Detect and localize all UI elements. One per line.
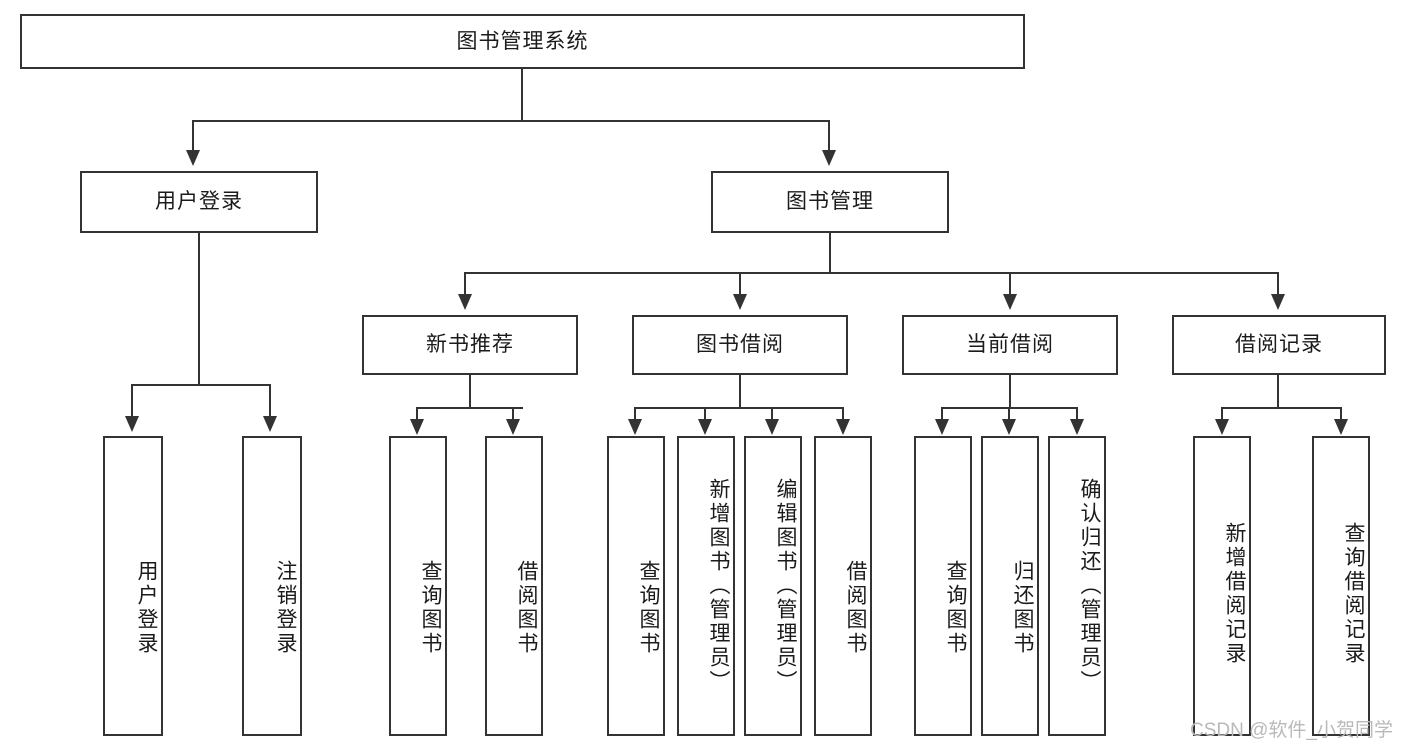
connector-bb-to-leaf-1 (634, 407, 636, 421)
node-root-library-management-system[interactable]: 图书管理系统 (20, 14, 1025, 69)
node-new-book-recommendation[interactable]: 新书推荐 (362, 315, 578, 375)
leaf-node-confirm-return-admin[interactable]: 确认归还（管理员） (1048, 436, 1106, 736)
node-label: 查询图书 (419, 560, 442, 656)
node-book-borrowing[interactable]: 图书借阅 (632, 315, 848, 375)
arrowhead-root-to-book-management (822, 150, 836, 166)
connector-book-management-stem (829, 233, 831, 273)
arrowhead-bm-to-new-book (458, 294, 472, 310)
connector-user-login-to-leaf-2 (269, 384, 271, 418)
connector-br-to-leaf-2 (1340, 407, 1342, 421)
node-label: 查询借阅记录 (1342, 522, 1365, 666)
arrowhead-cb-to-leaf-2 (1002, 419, 1016, 435)
connector-borrow-record-stem (1277, 375, 1279, 408)
node-label: 图书借阅 (696, 333, 784, 357)
connector-root-to-user-login (192, 120, 194, 152)
arrowhead-bm-to-borrow-record (1271, 294, 1285, 310)
arrowhead-cb-to-leaf-3 (1070, 419, 1084, 435)
arrowhead-user-login-to-leaf-1 (125, 416, 139, 432)
connector-new-book-stem (469, 375, 471, 408)
leaf-node-add-borrow-record[interactable]: 新增借阅记录 (1193, 436, 1251, 736)
arrowhead-bb-to-leaf-4 (836, 419, 850, 435)
connector-cb-to-leaf-2 (1008, 407, 1010, 421)
connector-borrow-record-bus (1222, 407, 1341, 409)
arrowhead-new-book-to-leaf-1 (410, 419, 424, 435)
node-label: 用户登录 (135, 560, 158, 656)
connector-user-login-stem (198, 233, 200, 385)
connector-bm-to-current-borrow (1009, 272, 1011, 296)
connector-bm-to-borrow-record (1277, 272, 1279, 296)
arrowhead-bb-to-leaf-3 (765, 419, 779, 435)
connector-cb-to-leaf-3 (1076, 407, 1078, 421)
connector-bb-to-leaf-3 (771, 407, 773, 421)
leaf-node-edit-book-admin[interactable]: 编辑图书（管理员） (744, 436, 802, 736)
arrowhead-user-login-to-leaf-2 (263, 416, 277, 432)
arrowhead-br-to-leaf-2 (1334, 419, 1348, 435)
node-label: 借阅记录 (1235, 333, 1323, 357)
csdn-watermark: CSDN @软件_小贺同学 (1190, 720, 1393, 741)
node-book-management[interactable]: 图书管理 (711, 171, 949, 233)
connector-new-book-to-leaf-1 (416, 407, 418, 421)
node-label: 归还图书 (1011, 560, 1034, 656)
connector-root-stem (521, 69, 523, 121)
arrowhead-bb-to-leaf-2 (698, 419, 712, 435)
leaf-node-add-book-admin[interactable]: 新增图书（管理员） (677, 436, 735, 736)
arrowhead-bm-to-current-borrow (1003, 294, 1017, 310)
leaf-node-query-book-current[interactable]: 查询图书 (914, 436, 972, 736)
node-label: 当前借阅 (966, 333, 1054, 357)
leaf-node-query-borrow-record[interactable]: 查询借阅记录 (1312, 436, 1370, 736)
connector-current-borrow-stem (1009, 375, 1011, 408)
node-label: 图书管理系统 (456, 29, 589, 53)
node-user-login[interactable]: 用户登录 (80, 171, 318, 233)
connector-bb-to-leaf-2 (704, 407, 706, 421)
connector-book-management-bus (465, 272, 1279, 274)
connector-root-to-book-management (828, 120, 830, 152)
node-label: 新增图书（管理员） (707, 478, 730, 694)
leaf-node-query-book-new[interactable]: 查询图书 (389, 436, 447, 736)
node-label: 用户登录 (155, 190, 243, 214)
node-label: 注销登录 (274, 560, 297, 656)
arrowhead-bb-to-leaf-1 (628, 419, 642, 435)
leaf-node-user-login[interactable]: 用户登录 (103, 436, 163, 736)
node-label: 新增借阅记录 (1223, 522, 1246, 666)
node-label: 借阅图书 (515, 560, 538, 656)
node-label: 图书管理 (786, 190, 874, 214)
connector-bm-to-new-book (464, 272, 466, 296)
connector-book-borrow-stem (739, 375, 741, 408)
leaf-node-logout[interactable]: 注销登录 (242, 436, 302, 736)
connector-new-book-bus (417, 407, 523, 409)
leaf-node-borrow-book[interactable]: 借阅图书 (814, 436, 872, 736)
arrowhead-br-to-leaf-1 (1215, 419, 1229, 435)
node-current-borrowing[interactable]: 当前借阅 (902, 315, 1118, 375)
node-label: 确认归还（管理员） (1078, 478, 1101, 694)
connector-user-login-bus (132, 384, 270, 386)
node-label: 查询图书 (944, 560, 967, 656)
connector-root-bus (193, 120, 830, 122)
connector-cb-to-leaf-1 (941, 407, 943, 421)
connector-bm-to-book-borrow (739, 272, 741, 296)
arrowhead-root-to-user-login (186, 150, 200, 166)
leaf-node-query-book-borrow[interactable]: 查询图书 (607, 436, 665, 736)
connector-new-book-to-leaf-2 (512, 407, 514, 421)
node-label: 新书推荐 (426, 333, 514, 357)
node-borrowing-record[interactable]: 借阅记录 (1172, 315, 1386, 375)
node-label: 查询图书 (637, 560, 660, 656)
connector-user-login-to-leaf-1 (131, 384, 133, 418)
arrowhead-cb-to-leaf-1 (935, 419, 949, 435)
leaf-node-borrow-book-new[interactable]: 借阅图书 (485, 436, 543, 736)
arrowhead-new-book-to-leaf-2 (506, 419, 520, 435)
connector-book-borrow-bus (635, 407, 844, 409)
arrowhead-bm-to-book-borrow (733, 294, 747, 310)
node-label: 编辑图书（管理员） (774, 478, 797, 694)
connector-bb-to-leaf-4 (842, 407, 844, 421)
node-label: 借阅图书 (844, 560, 867, 656)
connector-br-to-leaf-1 (1221, 407, 1223, 421)
leaf-node-return-book[interactable]: 归还图书 (981, 436, 1039, 736)
